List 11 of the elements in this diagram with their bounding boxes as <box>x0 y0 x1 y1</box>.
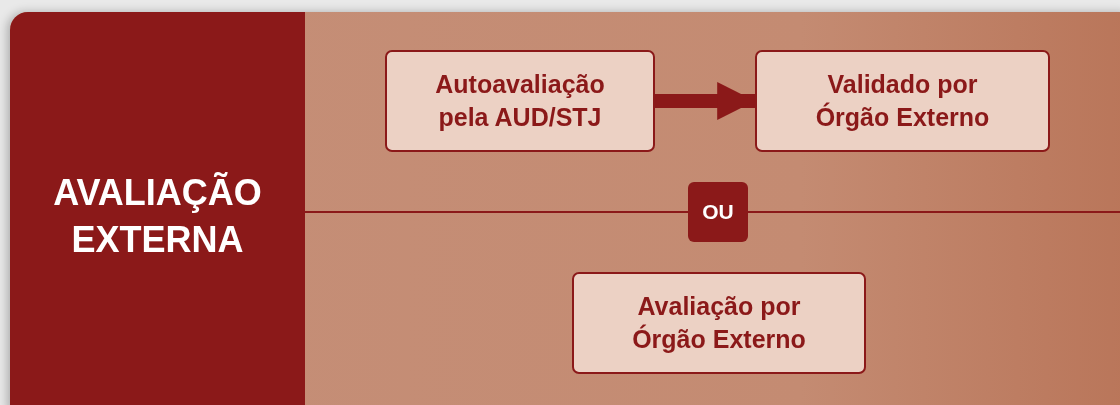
process-box <box>755 50 1050 152</box>
side-panel <box>10 12 305 405</box>
process-box <box>572 272 866 374</box>
node-label: OU <box>702 200 734 224</box>
node-label: Avaliação por Órgão Externo <box>631 291 807 355</box>
node-label: AVALIAÇÃO EXTERNA <box>52 171 263 262</box>
or-badge <box>688 182 748 242</box>
process-box <box>385 50 655 152</box>
node-label: Autoavaliação pela AUD/STJ <box>434 69 606 133</box>
arrow <box>655 82 755 120</box>
node-label: Validado por Órgão Externo <box>814 69 991 133</box>
